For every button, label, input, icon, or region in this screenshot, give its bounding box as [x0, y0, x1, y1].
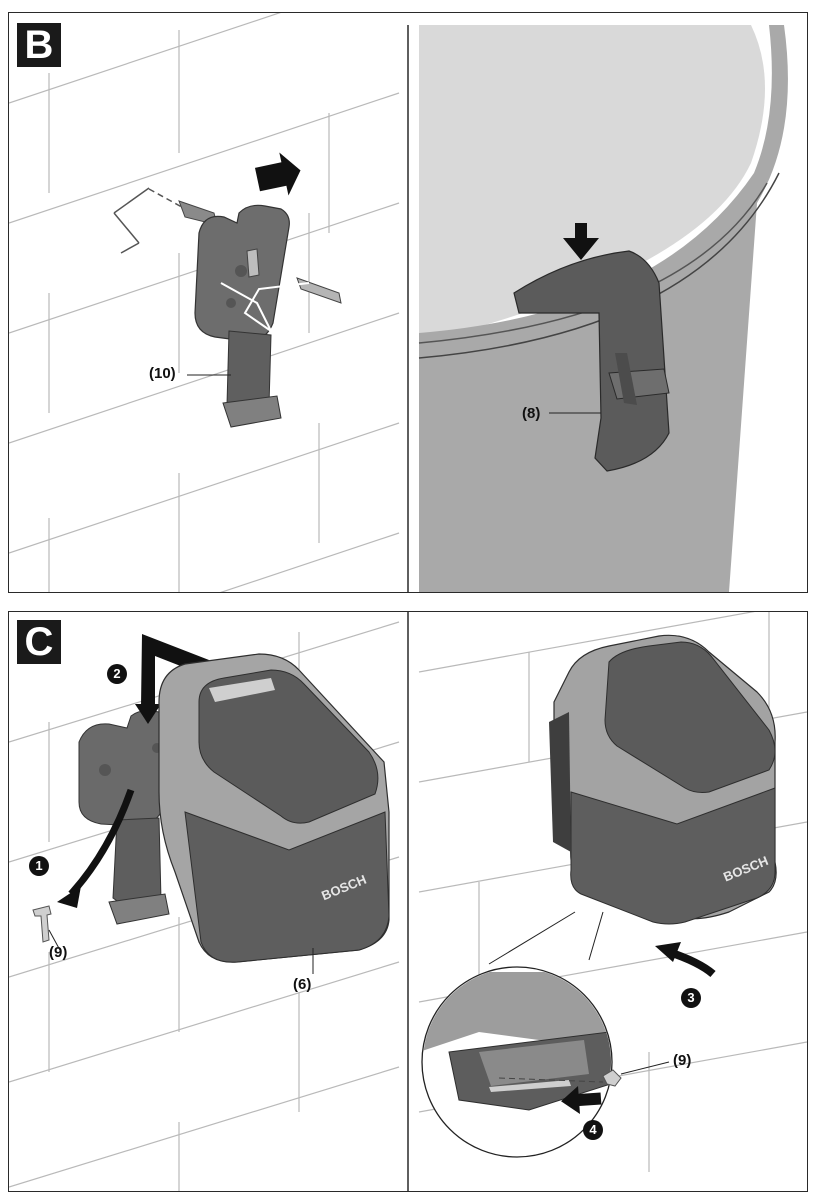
step-number-3: 3: [681, 988, 701, 1008]
step-number-1: 1: [29, 856, 49, 876]
step-number-2: 2: [107, 664, 127, 684]
callout-battery: (6): [293, 976, 312, 993]
callout-screw-right: (9): [673, 1052, 692, 1069]
figure-b-illustration: [9, 13, 788, 592]
callout-screw-left: (9): [49, 944, 68, 961]
figure-letter-badge: C: [17, 620, 61, 664]
callout-hook: (8): [522, 405, 541, 422]
figure-c-panel: BOSCH BOSCH C 1 2 3 4 (9) (6): [8, 611, 808, 1192]
figure-b-panel: B (10) (8): [8, 12, 808, 593]
figure-c-illustration: BOSCH BOSCH: [9, 612, 807, 1191]
step-number-4: 4: [583, 1120, 603, 1140]
figure-letter-badge: B: [17, 23, 61, 67]
callout-wall-bracket: (10): [149, 365, 176, 382]
